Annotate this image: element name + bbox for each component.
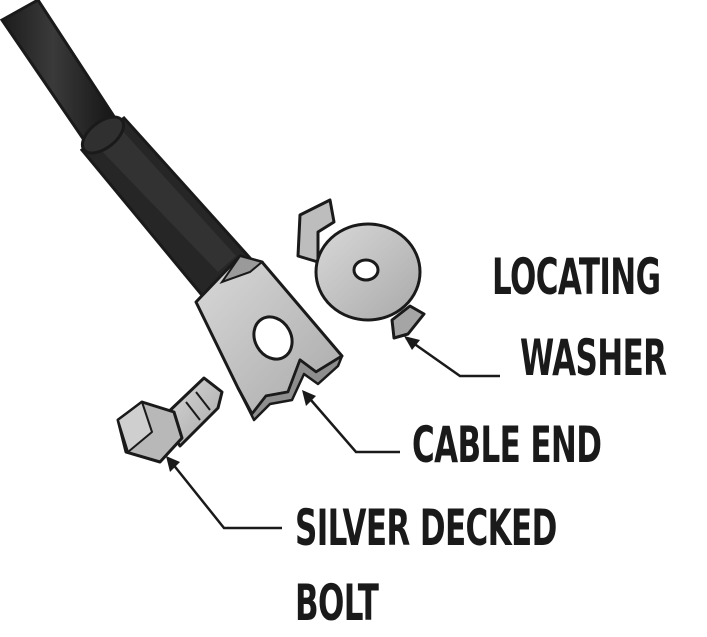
locating-washer-icon <box>296 198 426 340</box>
cable-icon <box>0 0 253 303</box>
cable-end-label: CABLE END <box>412 416 602 474</box>
leader-bolt <box>166 456 282 530</box>
locating-washer-label-line2: WASHER <box>520 329 667 387</box>
silver-decked-bolt-label: SILVER DECKED <box>295 499 557 557</box>
leader-washer <box>404 336 500 378</box>
hex-bolt-icon <box>116 376 224 464</box>
leader-cable-end <box>302 390 400 454</box>
ring-terminal-icon <box>194 254 344 422</box>
locating-washer-label: LOCATING <box>492 248 661 306</box>
silver-decked-bolt-label-line2: BOLT <box>295 574 379 632</box>
